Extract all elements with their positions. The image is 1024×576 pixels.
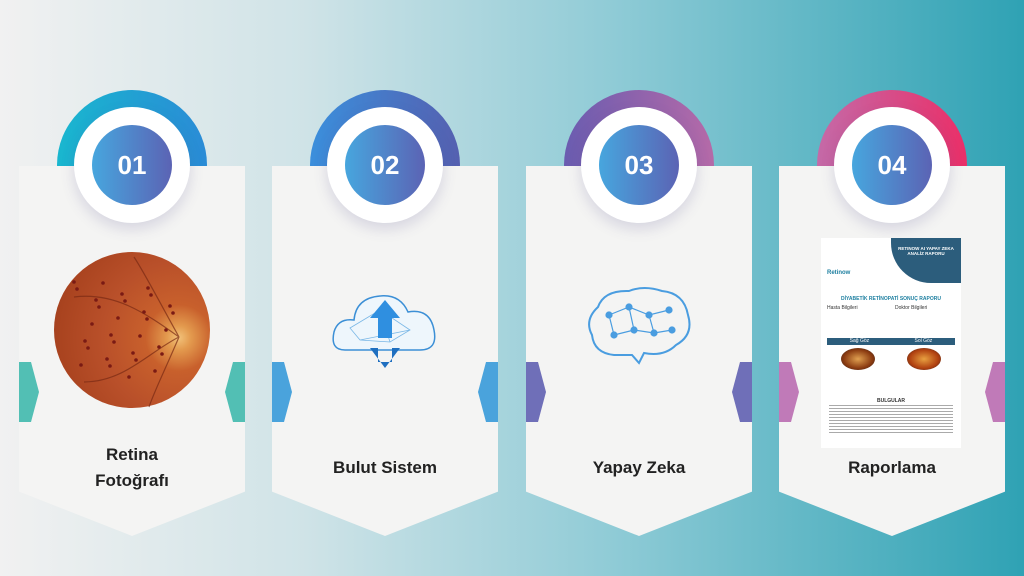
step-number: 04 [852, 125, 932, 205]
right-connector-tab [985, 362, 1005, 422]
right-connector-tab [478, 362, 498, 422]
report-document: RETINOW AI YAPAY ZEKA ANALİZ RAPORU Retin… [821, 238, 961, 448]
step-title: Yapay Zeka [592, 458, 686, 477]
step-title-line2: Fotoğrafı [95, 471, 169, 490]
report-title: DİYABETİK RETİNOPATİ SONUÇ RAPORU [841, 296, 941, 302]
report-brand: Retinow [827, 270, 851, 276]
step-number: 02 [345, 125, 425, 205]
card-body [526, 166, 752, 536]
left-connector-tab [779, 362, 799, 422]
cloud-upload-download-icon [330, 280, 440, 385]
report-left-eye: Sol Göz [914, 338, 933, 344]
left-connector-tab [19, 362, 39, 422]
card-body [272, 166, 498, 536]
step-title: Raporlama [848, 458, 936, 477]
step-number: 03 [599, 125, 679, 205]
report-findings: BULGULAR [876, 398, 906, 404]
step-title-line1: Retina [106, 445, 158, 464]
report-patient: Hasta Bilgileri [827, 305, 858, 311]
right-connector-tab [732, 362, 752, 422]
report-doctor: Doktor Bilgileri [895, 305, 928, 311]
step-card-03: 03 Yapay Zeka [526, 0, 752, 576]
ai-brain-icon [584, 285, 694, 370]
retina-photo [54, 252, 210, 408]
step-card-02: 02 Bulut Sistem [272, 0, 498, 576]
report-header: RETINOW AI YAPAY ZEKA ANALİZ RAPORU [891, 238, 961, 283]
step-title: Bulut Sistem [333, 458, 437, 477]
step-card-04: 04 RETINOW AI YAPAY ZEKA ANALİZ RAPORU Re… [779, 0, 1005, 576]
step-number: 01 [92, 125, 172, 205]
left-connector-tab [526, 362, 546, 422]
right-connector-tab [225, 362, 245, 422]
left-connector-tab [272, 362, 292, 422]
report-right-eye: Sağ Göz [849, 338, 870, 344]
